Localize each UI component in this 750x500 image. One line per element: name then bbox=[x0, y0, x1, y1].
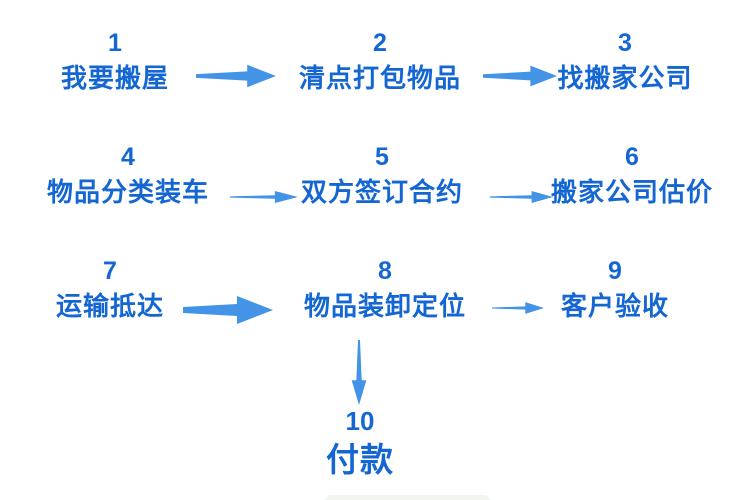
step-6-label: 搬家公司估价 bbox=[550, 177, 714, 207]
step-2-number: 2 bbox=[373, 29, 387, 57]
step-4: 4 物品分类装车 bbox=[47, 142, 209, 209]
step-2: 2 清点打包物品 bbox=[299, 28, 461, 95]
arrow-right-icon bbox=[490, 191, 553, 203]
step-5-number: 5 bbox=[375, 143, 389, 171]
step-5-label: 双方签订合约 bbox=[300, 177, 464, 207]
step-1-number: 1 bbox=[108, 29, 122, 57]
step-3-label: 找搬家公司 bbox=[557, 63, 693, 93]
step-7-number: 7 bbox=[103, 257, 117, 285]
step-1-label: 我要搬屋 bbox=[60, 63, 170, 93]
step-10: 10 付款 bbox=[326, 406, 394, 481]
step-9-label: 客户验收 bbox=[560, 291, 670, 321]
step-8-label: 物品装卸定位 bbox=[303, 291, 467, 321]
step-3-number: 3 bbox=[618, 29, 632, 57]
step-4-number: 4 bbox=[121, 143, 135, 171]
step-9: 9 客户验收 bbox=[561, 256, 669, 323]
arrow-right-icon bbox=[230, 191, 298, 203]
step-1: 1 我要搬屋 bbox=[61, 28, 169, 95]
step-7: 7 运输抵达 bbox=[56, 256, 164, 323]
arrow-down-icon bbox=[351, 340, 367, 405]
step-6: 6 搬家公司估价 bbox=[551, 142, 713, 209]
step-8: 8 物品装卸定位 bbox=[304, 256, 466, 323]
step-10-label: 付款 bbox=[326, 441, 394, 478]
step-6-number: 6 bbox=[625, 143, 639, 171]
step-8-number: 8 bbox=[378, 257, 392, 285]
step-5: 5 双方签订合约 bbox=[301, 142, 463, 209]
step-7-label: 运输抵达 bbox=[55, 291, 165, 321]
step-3: 3 找搬家公司 bbox=[557, 28, 692, 95]
step-9-number: 9 bbox=[608, 257, 622, 285]
arrow-right-icon bbox=[492, 302, 544, 314]
step-4-label: 物品分类装车 bbox=[46, 177, 210, 207]
step-10-number: 10 bbox=[345, 406, 375, 436]
arrow-right-icon bbox=[183, 296, 273, 324]
cutoff-partial-element bbox=[325, 495, 490, 500]
arrow-right-icon bbox=[196, 64, 276, 88]
step-2-label: 清点打包物品 bbox=[298, 63, 462, 93]
arrow-right-icon bbox=[483, 65, 557, 87]
